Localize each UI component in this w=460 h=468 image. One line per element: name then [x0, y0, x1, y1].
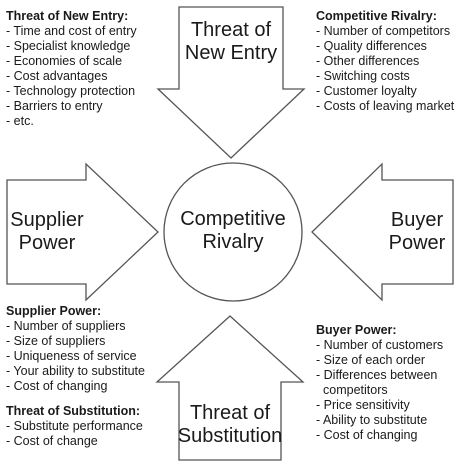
rivalry-title: Competitive Rivalry:	[316, 9, 437, 23]
new-entry-list: - Time and cost of entry - Specialist kn…	[6, 24, 166, 129]
list-item: - etc.	[6, 114, 34, 128]
list-item: - Price sensitivity	[316, 398, 410, 412]
list-item: - Other differences	[316, 54, 420, 68]
list-item: - Costs of leaving market	[316, 99, 455, 113]
substitution-title: Threat of Substitution:	[6, 404, 141, 418]
list-item: - Specialist knowledge	[6, 39, 131, 53]
list-item: - Uniqueness of service	[6, 349, 137, 363]
list-item: - Switching costs	[316, 69, 410, 83]
list-item: - Your ability to substitute	[6, 364, 145, 378]
list-item: - Cost of changing	[316, 428, 418, 442]
list-item: - Ability to substitute	[316, 413, 428, 427]
buyer-list: - Number of customers - Size of each ord…	[316, 338, 456, 443]
list-item: - Number of suppliers	[6, 319, 126, 333]
arrow-right-label: Buyer Power	[388, 209, 446, 254]
arrow-right-shape	[311, 162, 454, 302]
supplier-list: - Number of suppliers - Size of supplier…	[6, 319, 171, 394]
arrow-left-shape	[6, 162, 159, 302]
new-entry-title: Threat of New Entry:	[6, 9, 129, 23]
list-item: - Economies of scale	[6, 54, 123, 68]
arrow-bottom-label: Threat of Substitution	[177, 402, 283, 447]
rivalry-box: Competitive Rivalry: - Number of competi…	[316, 9, 458, 114]
rivalry-list: - Number of competitors - Quality differ…	[316, 24, 458, 114]
center-label: Competitive Rivalry	[180, 208, 286, 253]
list-item: - Differences between competitors	[316, 368, 438, 397]
list-item: - Number of competitors	[316, 24, 451, 38]
list-item: - Technology protection	[6, 84, 136, 98]
buyer-box: Buyer Power: - Number of customers - Siz…	[316, 323, 456, 443]
list-item: - Customer loyalty	[316, 84, 417, 98]
supplier-box: Supplier Power: - Number of suppliers - …	[6, 304, 171, 394]
list-item: - Substitute performance	[6, 419, 143, 433]
arrow-bottom-shape	[155, 315, 305, 461]
new-entry-box: Threat of New Entry: - Time and cost of …	[6, 9, 166, 129]
buyer-title: Buyer Power:	[316, 323, 397, 337]
list-item: - Number of customers	[316, 338, 444, 352]
arrow-top-shape	[156, 6, 306, 159]
substitution-box: Threat of Substitution: - Substitute per…	[6, 404, 166, 449]
list-item: - Size of each order	[316, 353, 426, 367]
list-item: - Size of suppliers	[6, 334, 106, 348]
list-item: - Cost advantages	[6, 69, 108, 83]
substitution-list: - Substitute performance - Cost of chang…	[6, 419, 166, 449]
supplier-title: Supplier Power:	[6, 304, 102, 318]
list-item: - Barriers to entry	[6, 99, 103, 113]
arrow-left-label: Supplier Power	[10, 209, 84, 254]
list-item: - Quality differences	[316, 39, 427, 53]
arrow-top-label: Threat of New Entry	[184, 19, 278, 64]
list-item: - Time and cost of entry	[6, 24, 137, 38]
center-circle	[163, 162, 303, 302]
list-item: - Cost of changing	[6, 379, 108, 393]
list-item: - Cost of change	[6, 434, 98, 448]
